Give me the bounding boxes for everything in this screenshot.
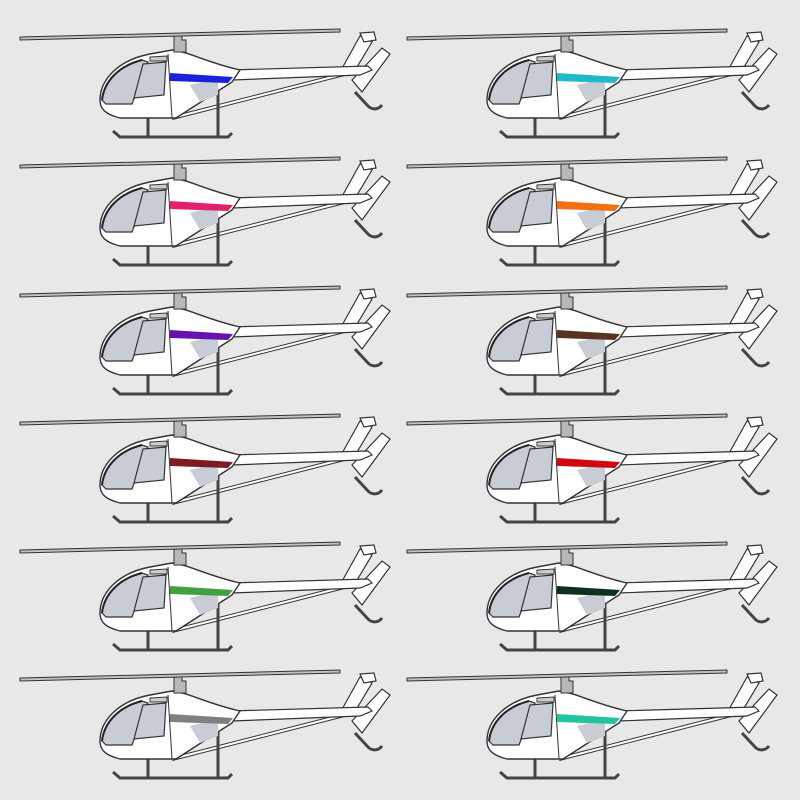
- helicopter-sprite: [405, 27, 779, 140]
- helicopter-sprite: [18, 155, 392, 268]
- helicopter-sprite: [18, 412, 392, 525]
- helicopter-sprite: [18, 540, 392, 653]
- helicopter-sprite: [405, 540, 779, 653]
- helicopter-sprite: [405, 155, 779, 268]
- helicopter-sprite: [405, 284, 779, 397]
- helicopter-sprite: [405, 668, 779, 781]
- helicopter-sprite: [18, 668, 392, 781]
- helicopter-sprite: [18, 27, 392, 140]
- helicopter-sprite: [405, 412, 779, 525]
- helicopter-sprite: [18, 284, 392, 397]
- helicopter-layer: [18, 27, 779, 781]
